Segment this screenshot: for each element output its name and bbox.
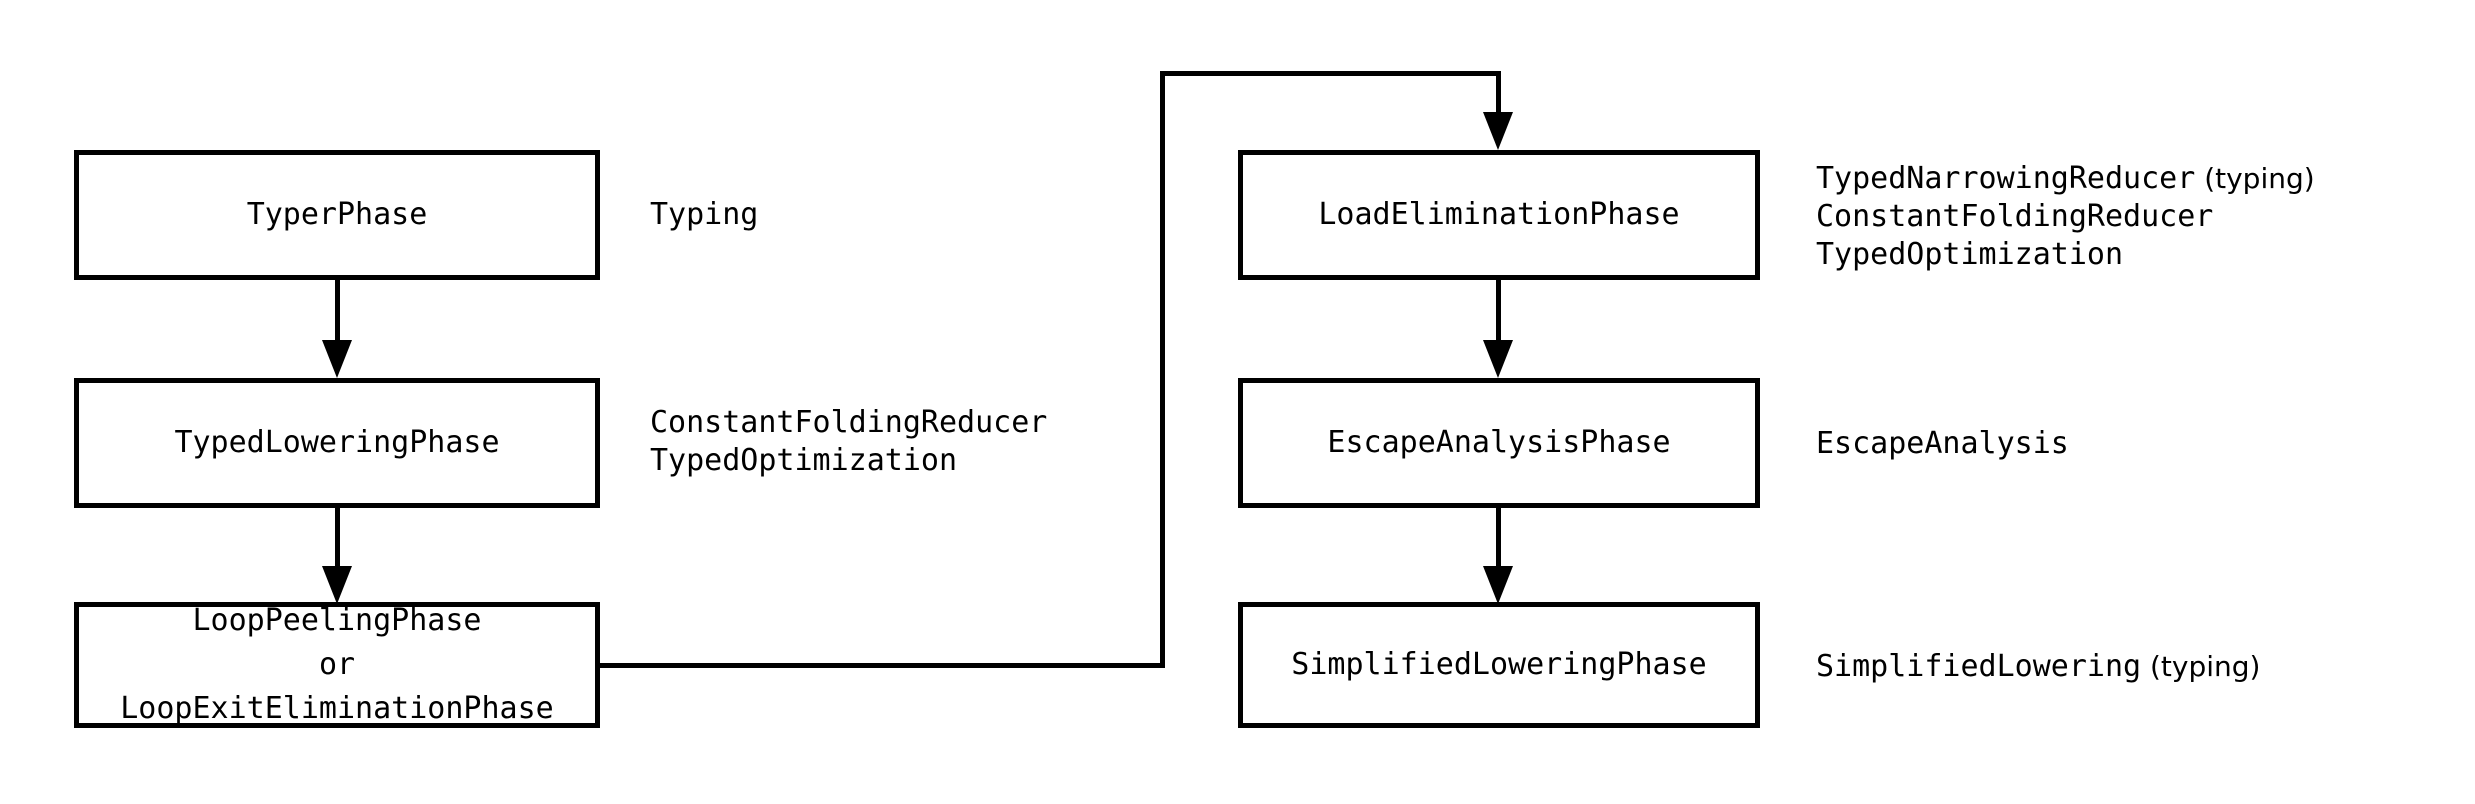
node-label: TypedLoweringPhase: [174, 425, 500, 460]
edge-segment-vertical-riser: [1160, 71, 1165, 665]
edge-segment-vertical: [1496, 280, 1501, 342]
edge-segment-horizontal-lower: [598, 663, 1165, 668]
node-label: LoadEliminationPhase: [1318, 197, 1680, 232]
arrowhead-icon: [322, 566, 352, 604]
edge-segment-vertical: [335, 508, 340, 568]
annotation-simplified-lowering-phase: SimplifiedLowering (typing): [1816, 648, 2260, 686]
annotation-lowering-name: SimplifiedLowering: [1816, 649, 2142, 684]
arrowhead-icon: [1483, 566, 1513, 604]
annotation-typed-lowering-phase: ConstantFoldingReducer TypedOptimization: [650, 404, 1047, 480]
annotation-load-elimination-phase: TypedNarrowingReducer (typing) ConstantF…: [1816, 160, 2315, 274]
node-label-line-2: or: [318, 647, 356, 682]
edge-segment-vertical: [335, 280, 340, 342]
annotation-line: EscapeAnalysis: [1816, 426, 2069, 461]
annotation-line: Typing: [650, 197, 759, 232]
annotation-escape-analysis-phase: EscapeAnalysis: [1816, 425, 2069, 463]
annotation-typing-note: (typing): [2195, 162, 2315, 195]
node-label: TyperPhase: [246, 197, 428, 232]
annotation-line-3: TypedOptimization: [1816, 237, 2124, 272]
node-simplified-lowering-phase[interactable]: SimplifiedLoweringPhase: [1238, 602, 1760, 728]
node-load-elimination-phase[interactable]: LoadEliminationPhase: [1238, 150, 1760, 280]
annotation-reducer-name: TypedNarrowingReducer: [1816, 161, 2196, 196]
annotation-line-2: TypedOptimization: [650, 443, 958, 478]
node-label: EscapeAnalysisPhase: [1327, 425, 1671, 460]
node-label: SimplifiedLoweringPhase: [1291, 647, 1707, 682]
edge-segment-vertical: [1496, 508, 1501, 568]
edge-segment-horizontal-top: [1160, 71, 1501, 76]
node-typer-phase[interactable]: TyperPhase: [74, 150, 600, 280]
node-typed-lowering-phase[interactable]: TypedLoweringPhase: [74, 378, 600, 508]
annotation-line-2: ConstantFoldingReducer: [1816, 199, 2214, 234]
annotation-line-1: TypedNarrowingReducer (typing): [1816, 160, 2315, 198]
annotation-typer-phase: Typing: [650, 196, 758, 234]
node-escape-analysis-phase[interactable]: EscapeAnalysisPhase: [1238, 378, 1760, 508]
arrowhead-icon: [1483, 340, 1513, 378]
arrowhead-icon: [1483, 112, 1513, 150]
arrowhead-icon: [322, 340, 352, 378]
annotation-line-1: ConstantFoldingReducer: [650, 405, 1048, 440]
node-loop-peeling-phase[interactable]: LoopPeelingPhase or LoopExitEliminationP…: [74, 602, 600, 728]
node-label-line-3: LoopExitEliminationPhase: [120, 691, 554, 726]
annotation-line: SimplifiedLowering (typing): [1816, 648, 2260, 686]
edge-segment-vertical-drop: [1496, 71, 1501, 115]
annotation-typing-note: (typing): [2141, 650, 2261, 683]
node-label-line-1: LoopPeelingPhase: [192, 603, 482, 638]
